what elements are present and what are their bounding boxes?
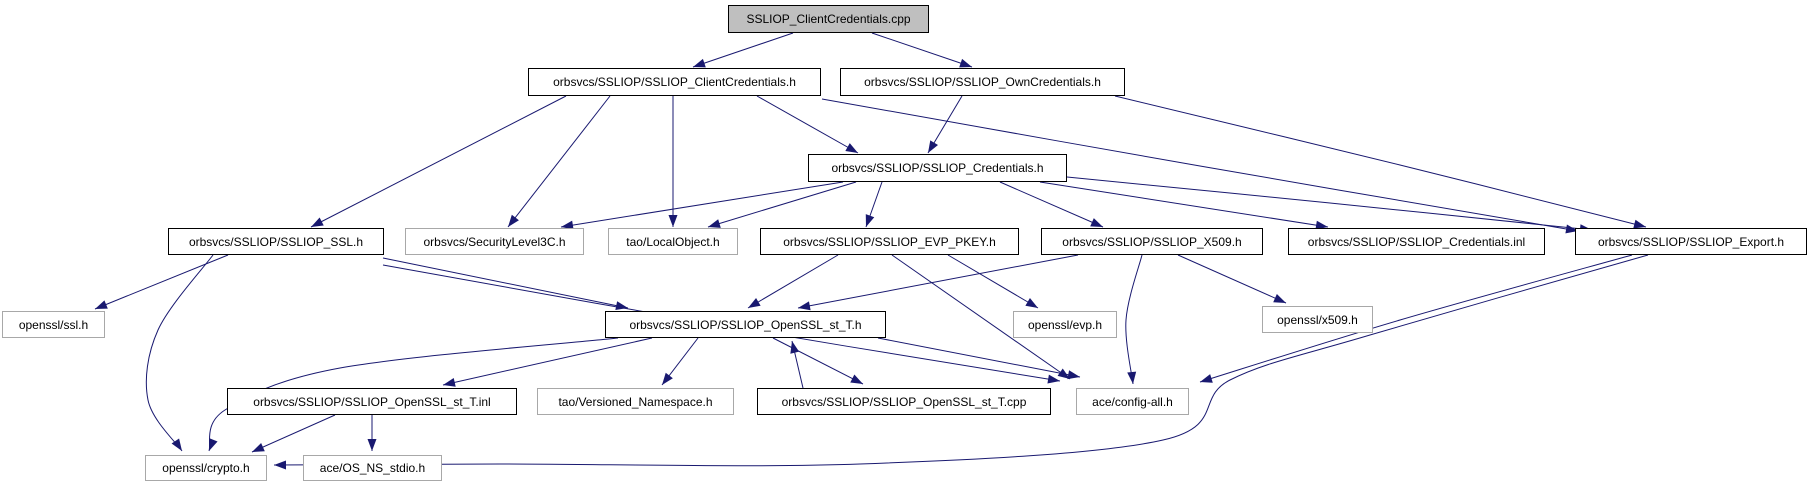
edge-cpp-to-client_h <box>692 32 794 68</box>
arrowhead-x509-to-config_all <box>1127 371 1137 384</box>
graph-node-evp_pkey[interactable]: orbsvcs/SSLIOP/SSLIOP_EVP_PKEY.h <box>760 228 1019 255</box>
edge-export_h-to-crypto <box>273 254 1649 467</box>
graph-node-localobj: tao/LocalObject.h <box>608 228 738 255</box>
graph-node-openssl_x509: openssl/x509.h <box>1262 306 1373 333</box>
graph-node-openssl_ssl: openssl/ssl.h <box>2 311 105 338</box>
arrowhead-cpp-to-own_h <box>959 58 972 68</box>
arrowhead-client_h-to-secl3 <box>508 214 519 227</box>
edge-x509-to-config_all <box>1125 254 1143 385</box>
arrowhead-client_h-to-cred_h <box>845 143 858 153</box>
edge-st_t_h-to-st_t_inl <box>442 337 653 386</box>
arrowhead-evp_pkey-to-st_t_h <box>748 298 761 308</box>
edge-x509-to-openssl_x509 <box>1177 254 1287 304</box>
arrowhead-cred_h-to-localobj <box>708 219 721 228</box>
arrowhead-export_h-to-config_all <box>1200 374 1213 383</box>
edge-st_t_h-to-crypto <box>208 337 619 452</box>
edge-client_h-to-cred_h <box>756 95 859 154</box>
graph-node-os_ns_stdio: ace/OS_NS_stdio.h <box>303 455 442 481</box>
arrowhead-st_t_h-to-vns <box>662 372 673 385</box>
arrowhead-cred_h-to-cred_inl <box>1315 220 1328 230</box>
edge-ssl_h-to-crypto <box>145 254 214 452</box>
graph-node-config_all: ace/config-all.h <box>1076 388 1189 415</box>
graph-node-cpp: SSLIOP_ClientCredentials.cpp <box>728 5 929 33</box>
graph-node-openssl_evp: openssl/evp.h <box>1013 311 1117 338</box>
arrowhead-ssl_h-to-openssl_ssl <box>95 300 108 309</box>
graph-node-export_h[interactable]: orbsvcs/SSLIOP/SSLIOP_Export.h <box>1575 228 1807 255</box>
edge-client_h-to-export_h <box>821 98 1579 232</box>
graph-node-cred_h[interactable]: orbsvcs/SSLIOP/SSLIOP_Credentials.h <box>808 154 1067 182</box>
arrowhead-x509-to-st_t_h <box>798 301 811 311</box>
edge-cred_h-to-export_h <box>1066 176 1593 231</box>
graph-node-ssl_h[interactable]: orbsvcs/SSLIOP/SSLIOP_SSL.h <box>168 228 384 255</box>
graph-node-own_h[interactable]: orbsvcs/SSLIOP/SSLIOP_OwnCredentials.h <box>840 68 1125 96</box>
arrowhead-own_h-to-export_h <box>1633 219 1646 229</box>
edge-client_h-to-secl3 <box>507 95 611 228</box>
arrowhead-client_h-to-ssl_h <box>311 217 324 227</box>
edge-cred_h-to-secl3 <box>560 181 844 228</box>
edge-evp_pkey-to-st_t_h <box>747 254 839 309</box>
edge-cred_h-to-localobj <box>707 181 857 228</box>
edge-export_h-to-config_all <box>1199 254 1633 383</box>
edge-evp_pkey-to-config_all <box>891 254 1071 380</box>
edge-st_t_inl-to-crypto <box>251 414 336 453</box>
graph-node-secl3: orbsvcs/SecurityLevel3C.h <box>405 228 584 255</box>
arrowhead-st_t_h-to-st_t_inl <box>443 377 456 387</box>
edge-st_t_h-to-st_t_cpp <box>772 337 864 385</box>
arrowhead-x509-to-openssl_x509 <box>1273 294 1286 303</box>
graph-node-cred_inl[interactable]: orbsvcs/SSLIOP/SSLIOP_Credentials.inl <box>1288 228 1545 255</box>
arrowhead-ssl_h-to-config_all <box>1047 374 1060 384</box>
arrowhead-client_h-to-export_h <box>1565 224 1578 234</box>
graph-node-crypto: openssl/crypto.h <box>145 455 267 481</box>
arrowhead-client_h-to-localobj <box>668 215 678 227</box>
edge-ssl_h-to-st_t_h <box>382 257 629 309</box>
arrowhead-st_t_inl-to-os_ns_stdio <box>367 439 377 451</box>
edge-x509-to-st_t_h <box>797 254 1079 309</box>
edge-st_t_h-to-config_all <box>877 337 1081 378</box>
edge-cred_h-to-cred_inl <box>1039 181 1329 228</box>
arrowhead-ssl_h-to-st_t_h <box>615 301 628 311</box>
arrowhead-evp_pkey-to-openssl_evp <box>1025 298 1038 308</box>
arrowhead-cpp-to-client_h <box>693 58 706 68</box>
edge-evp_pkey-to-openssl_evp <box>947 254 1039 309</box>
arrowhead-export_h-to-crypto <box>274 460 287 470</box>
arrowhead-cred_h-to-secl3 <box>561 220 574 230</box>
graph-node-client_h[interactable]: orbsvcs/SSLIOP/SSLIOP_ClientCredentials.… <box>528 68 821 96</box>
graph-node-st_t_inl[interactable]: orbsvcs/SSLIOP/SSLIOP_OpenSSL_st_T.inl <box>227 388 517 415</box>
edge-client_h-to-ssl_h <box>310 95 567 228</box>
edge-cred_h-to-x509 <box>999 181 1104 228</box>
arrowhead-st_t_h-to-crypto <box>209 438 218 451</box>
arrowhead-cred_h-to-evp_pkey <box>865 214 875 227</box>
arrowhead-ssl_h-to-crypto <box>171 438 182 451</box>
arrowhead-st_t_cpp-to-st_t_h <box>790 341 800 354</box>
edge-ssl_h-to-openssl_ssl <box>94 254 229 310</box>
edge-own_h-to-export_h <box>1114 95 1647 228</box>
arrowhead-cred_h-to-x509 <box>1090 218 1103 227</box>
arrowhead-st_t_h-to-st_t_cpp <box>850 374 863 384</box>
graph-node-x509[interactable]: orbsvcs/SSLIOP/SSLIOP_X509.h <box>1041 228 1263 255</box>
arrowhead-st_t_inl-to-crypto <box>252 443 265 452</box>
graph-node-st_t_cpp[interactable]: orbsvcs/SSLIOP/SSLIOP_OpenSSL_st_T.cpp <box>757 388 1051 415</box>
edge-cpp-to-own_h <box>871 32 973 68</box>
arrowhead-st_t_h-to-config_all <box>1067 370 1080 380</box>
graph-node-st_t_h[interactable]: orbsvcs/SSLIOP/SSLIOP_OpenSSL_st_T.h <box>605 311 886 338</box>
arrowhead-own_h-to-cred_h <box>928 140 939 153</box>
graph-node-vns: tao/Versioned_Namespace.h <box>537 388 734 415</box>
